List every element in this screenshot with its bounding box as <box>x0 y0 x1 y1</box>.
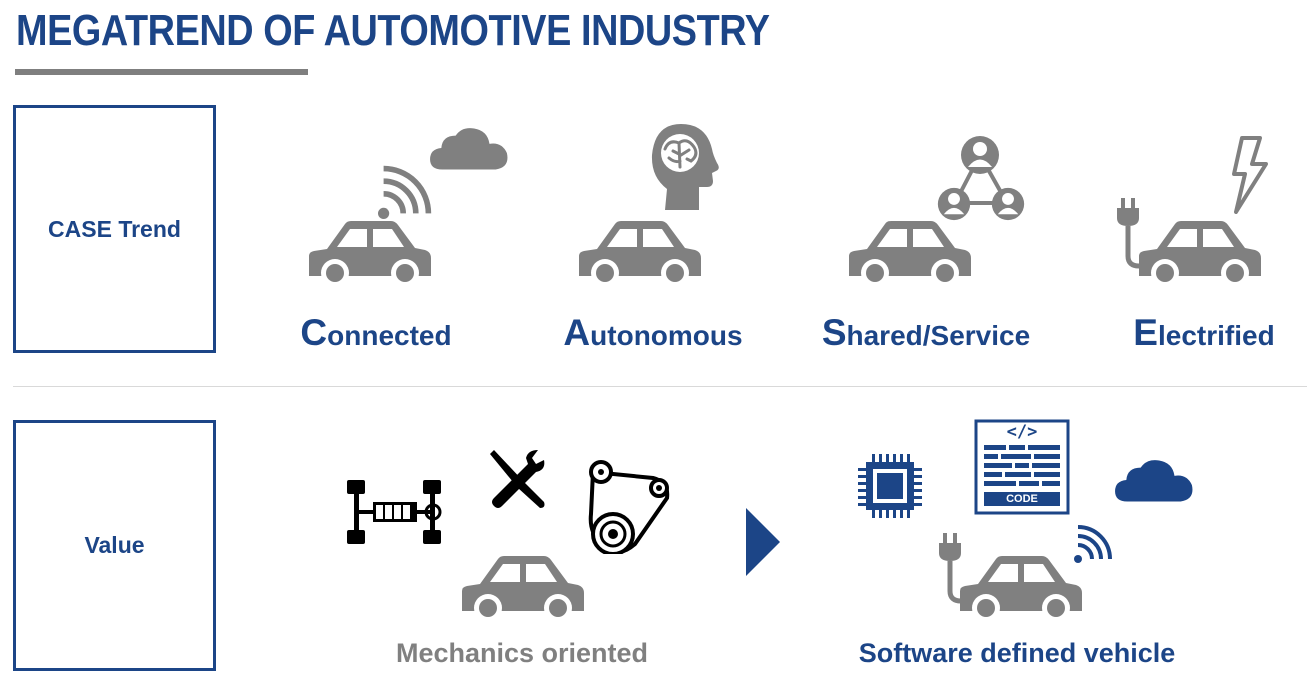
people-network-icon <box>935 135 1027 223</box>
autonomous-car-icon <box>575 218 705 286</box>
transition-arrow-icon <box>746 508 780 576</box>
trend-connected: Connected <box>300 312 452 353</box>
row-divider <box>13 386 1307 387</box>
chassis-battery-icon <box>347 480 442 544</box>
shared-car-icon <box>845 218 975 286</box>
chip-icon <box>858 454 922 518</box>
software-wireless-icon <box>1074 523 1114 563</box>
code-document-icon: </> CODE <box>974 419 1070 515</box>
electric-car-icon <box>1135 218 1265 286</box>
trend-shared-service: Shared/Service <box>821 312 1031 353</box>
title-underline <box>15 69 308 75</box>
trend-electrified: Electrified <box>1133 312 1275 353</box>
software-cloud-icon <box>1113 458 1195 504</box>
plug-icon <box>1113 198 1143 270</box>
mechanics-oriented-label: Mechanics oriented <box>395 638 649 668</box>
tools-icon <box>490 450 545 508</box>
case-trend-box: CASE Trend <box>13 105 216 353</box>
lightning-bolt-icon <box>1232 136 1268 214</box>
code-tag: </> <box>1006 422 1038 442</box>
software-car-icon <box>956 553 1086 621</box>
brain-head-icon <box>651 124 719 210</box>
code-label: CODE <box>1006 493 1038 505</box>
value-label: Value <box>84 532 145 558</box>
connected-car-icon <box>305 218 435 286</box>
trend-autonomous: Autonomous <box>563 312 743 353</box>
page-title: MEGATREND OF AUTOMOTIVE INDUSTRY <box>16 6 770 55</box>
wireless-signal-icon <box>378 163 434 219</box>
cloud-icon <box>428 126 510 172</box>
mechanics-car-icon <box>458 553 588 621</box>
software-defined-vehicle-label: Software defined vehicle <box>858 638 1176 668</box>
belt-pulley-icon <box>588 460 670 554</box>
case-trend-label: CASE Trend <box>48 215 181 242</box>
value-box: Value <box>13 420 216 671</box>
software-plug-icon <box>935 533 965 605</box>
